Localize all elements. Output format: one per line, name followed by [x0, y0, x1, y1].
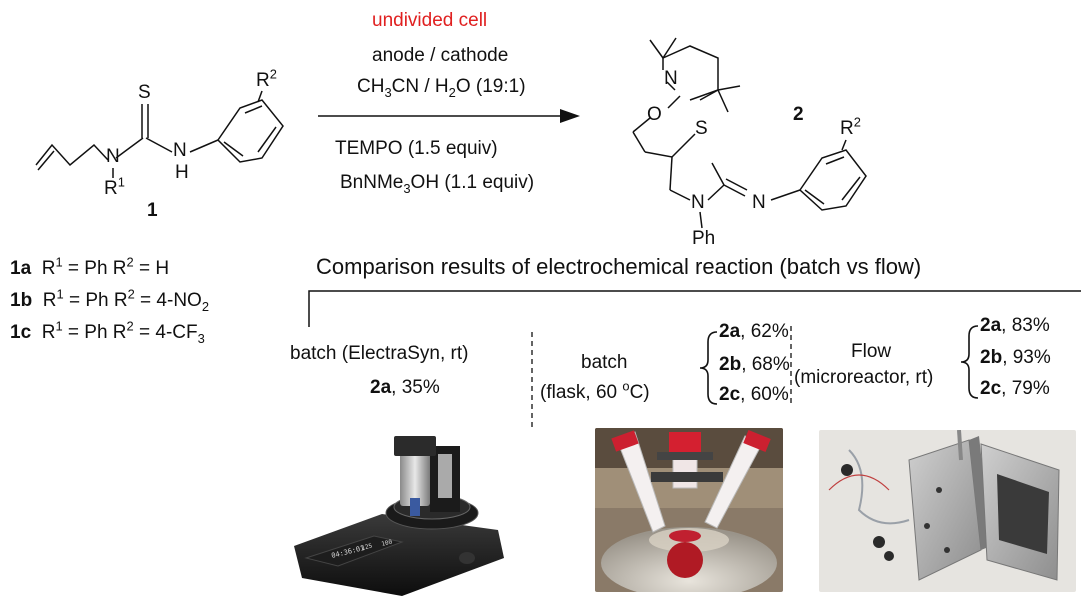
product-phenyl-label: Ph: [692, 228, 716, 249]
product-sulfur: S: [695, 118, 708, 139]
reactant-r2: R2: [256, 66, 277, 91]
condition-base: BnNMe3OH (1.1 equiv): [340, 172, 535, 196]
allyl-chain: [35, 143, 109, 167]
reactant-nitrogen-2: N: [173, 140, 187, 161]
batch-electrasyn-label: batch (ElectraSyn, rt): [290, 343, 469, 364]
flow-result-2c: 2c, 79%: [980, 378, 1050, 399]
reactant-label: 1: [147, 200, 158, 221]
condition-solvent: CH3CN / H2O (19:1): [357, 76, 526, 100]
tempo-ring: [662, 45, 719, 101]
reactant-sulfur: S: [138, 82, 151, 103]
substituent-1a: 1a R1 = Ph R2 = H: [10, 254, 170, 279]
flask-setup-photo: [595, 428, 783, 592]
flow-label: Flow: [851, 341, 892, 362]
brace-flow: [960, 325, 979, 399]
condition-tempo: TEMPO (1.5 equiv): [335, 138, 498, 159]
flow-result-2b: 2b, 93%: [980, 347, 1051, 368]
electrasyn-device-photo: 04:36:01 125 100: [282, 418, 508, 596]
product-imine-nitrogen: N: [752, 192, 766, 213]
product-ring-nitrogen: N: [691, 192, 705, 213]
product-tempo-nitrogen: N: [664, 68, 678, 89]
thiourea-cn-bond: [115, 137, 144, 159]
reaction-arrow-head: [560, 109, 580, 123]
device-screen-line3: 100: [381, 538, 394, 548]
reactant-r1: R1: [104, 174, 125, 199]
flow-sublabel: (microreactor, rt): [794, 367, 934, 388]
reactant-phenyl-ring: [217, 99, 284, 163]
comparison-bracket: [308, 290, 1081, 327]
flask-result-2b: 2b, 68%: [719, 354, 790, 375]
condition-cell: undivided cell: [372, 10, 488, 31]
batch-flask-sublabel: (flask, 60 oC): [540, 378, 650, 403]
flask-result-2a: 2a, 62%: [719, 321, 789, 342]
brace-flask: [699, 331, 718, 405]
product-oxygen: O: [647, 104, 662, 125]
reactant-nitrogen-1: N: [106, 146, 120, 167]
microreactor-photo: [819, 430, 1076, 592]
product-r2: R2: [840, 114, 861, 139]
batch-flask-label: batch: [581, 352, 628, 373]
batch-electrasyn-result: 2a, 35%: [370, 377, 440, 398]
reactant-hydrogen: H: [175, 162, 189, 183]
substituent-1b: 1b R1 = Ph R2 = 4-NO2: [10, 286, 210, 314]
flask-result-2c: 2c, 60%: [719, 384, 789, 405]
condition-electrodes: anode / cathode: [372, 45, 509, 66]
comparison-title: Comparison results of electrochemical re…: [316, 254, 922, 279]
flow-result-2a: 2a, 83%: [980, 315, 1050, 336]
thiazolidine-ring: [644, 133, 696, 158]
substituent-1c: 1c R1 = Ph R2 = 4-CF3: [10, 318, 205, 346]
product-label: 2: [793, 104, 804, 125]
allyl-double-bond: [37, 150, 55, 171]
product-phenyl-ring: [799, 149, 867, 211]
device-screen-line1: 125: [361, 542, 374, 552]
